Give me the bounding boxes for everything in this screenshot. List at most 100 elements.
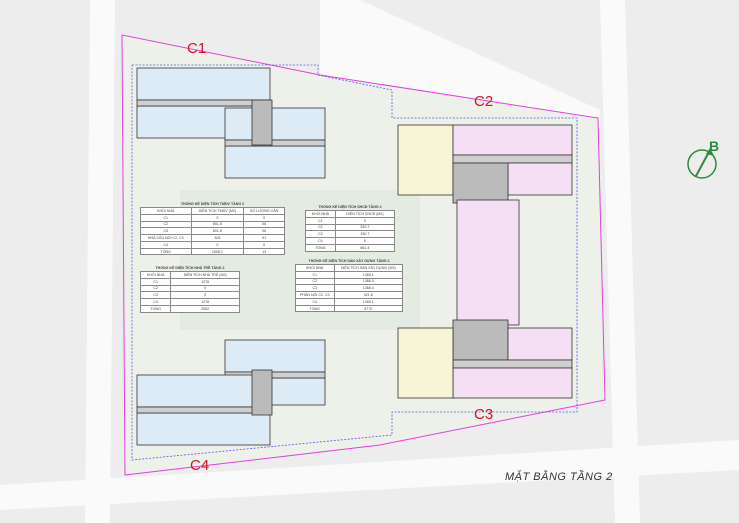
block-c1 xyxy=(136,67,326,179)
table-sanxd: THỐNG KÊ DIỆN TÍCH SÀN XÂY DỰNG TẦNG 2 K… xyxy=(295,259,404,313)
table-cell: DIỆN TÍCH NHÀ TRẺ (M2) xyxy=(170,271,240,279)
table-cell: KHỐI NHÀ xyxy=(139,271,172,279)
table-caption: THỐNG KÊ DIỆN TÍCH SÀN XÂY DỰNG TẦNG 2 xyxy=(308,259,390,263)
table-cell: 601.5 xyxy=(190,220,245,229)
table-cell: 1508.1 xyxy=(190,247,245,256)
table-cell: 1368.4 xyxy=(333,277,404,286)
table-cell: 1276 xyxy=(170,298,240,306)
table-cell: C1 xyxy=(305,216,336,225)
table-cell: DIỆN TÍCH TMDV (M2) xyxy=(190,207,245,215)
table-cell: C3 xyxy=(295,284,335,293)
table-cell: C2 xyxy=(139,284,172,293)
table-cell: 661.4 xyxy=(334,243,396,252)
table-cell: 13 xyxy=(243,247,285,256)
table-cell: C3 xyxy=(139,291,172,300)
table-cell: 330.7 xyxy=(334,230,396,239)
table-cell: 601.5 xyxy=(190,227,245,236)
table-cell: PHẦN NỐI C2, C3 xyxy=(295,291,335,299)
table-cell: C4 xyxy=(295,297,335,306)
table-caption: THỐNG KÊ DIỆN TÍCH TMDV TẦNG 2 xyxy=(180,202,245,206)
block-c4 xyxy=(136,339,326,446)
block-label-c1: C1 xyxy=(187,40,207,57)
table-cell: C3 xyxy=(140,227,192,236)
north-compass: B xyxy=(684,138,724,184)
table-cell: TỔNG xyxy=(305,243,336,252)
table-cell: 1368.4 xyxy=(333,284,404,293)
block-label-c2: C2 xyxy=(474,93,494,110)
table-cell: 2552 xyxy=(170,304,240,313)
table-cell: C1 xyxy=(139,277,172,286)
table-cell: 5770 xyxy=(333,304,404,313)
table-cell: NHÀ CẦU NỐI C2, C3 xyxy=(140,234,192,242)
table-nhatre: THỐNG KÊ DIỆN TÍCH NHÀ TRẺ TẦNG 2 KHỐI N… xyxy=(139,266,240,313)
table-cell: 0 xyxy=(243,213,285,222)
table-cell: 1365.1 xyxy=(333,270,404,279)
table-cell: C4 xyxy=(305,237,336,245)
table-cell: 06 xyxy=(243,227,285,236)
table-cell: DIỆN TÍCH SHCĐ (M2) xyxy=(334,210,396,218)
table-cell: TỔNG xyxy=(295,304,335,313)
table-cell: TỔNG xyxy=(140,247,192,256)
table-cell: 0 xyxy=(334,237,396,245)
compass-label: B xyxy=(709,138,720,154)
table-cell: C3 xyxy=(305,230,336,239)
block-label-c4: C4 xyxy=(190,457,210,474)
building-line xyxy=(131,64,578,461)
table-cell: C1 xyxy=(140,213,192,222)
table-cell: 321.6 xyxy=(333,291,404,299)
table-cell: TỔNG xyxy=(139,304,172,313)
table-cell: C4 xyxy=(139,298,172,306)
table-caption: THỐNG KÊ DIỆN TÍCH NHÀ TRẺ TẦNG 2 xyxy=(155,266,225,270)
block-c2-c3 xyxy=(397,124,573,399)
table-cell: SỐ LƯỢNG CĂN xyxy=(243,207,285,215)
compass-icon xyxy=(687,148,717,179)
table-cell: KHỐI NHÀ xyxy=(295,264,335,272)
table-cell: 0 xyxy=(170,291,240,300)
table-cell: C2 xyxy=(305,223,336,232)
plan-title: MẶT BẰNG TẦNG 2 xyxy=(505,471,613,483)
table-cell: 0 xyxy=(243,240,285,249)
table-cell: 0 xyxy=(190,240,245,249)
table-cell: KHỐI NHÀ xyxy=(305,210,336,218)
table-cell: KHỐI NHÀ xyxy=(140,207,192,215)
block-label-c3: C3 xyxy=(474,406,494,423)
table-cell: DIỆN TÍCH SÀN XÂY DỰNG (M2) xyxy=(333,264,404,272)
table-cell: 1365.1 xyxy=(333,297,404,306)
table-cell: C2 xyxy=(295,277,335,286)
table-cell: 01 xyxy=(243,234,285,242)
table-cell: 06 xyxy=(243,220,285,229)
table-cell: 0 xyxy=(334,216,396,225)
table-caption: THỐNG KÊ DIỆN TÍCH SHCĐ TẦNG 2 xyxy=(318,205,382,209)
table-cell: 0 xyxy=(170,284,240,293)
table-cell: 0 xyxy=(190,213,245,222)
table-cell: 330.7 xyxy=(334,223,396,232)
table-cell: C4 xyxy=(140,240,192,249)
